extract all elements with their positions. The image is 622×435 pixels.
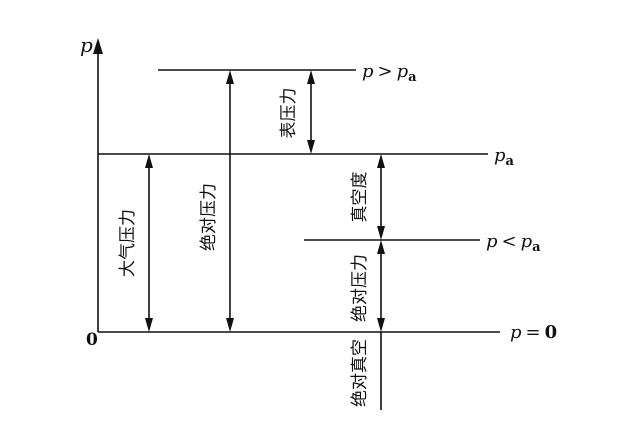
arrowhead-abs-high-bottom <box>226 318 234 332</box>
arrowhead-gauge-bottom <box>307 140 315 154</box>
dimension-arrows <box>145 70 385 410</box>
label-vacuum-degree: 真空度 <box>350 172 370 223</box>
y-axis-label: p <box>80 33 93 57</box>
arrowhead-abs-low-top <box>377 240 385 254</box>
arrowhead-abs-low-bottom <box>377 318 385 332</box>
region-labels: 大气压力 绝对压力 表压力 真空度 绝对压力 绝对真空 <box>118 88 370 408</box>
label-atmospheric-pressure: 大气压力 <box>118 209 138 277</box>
arrowhead-atm-bottom <box>145 318 153 332</box>
label-p-less-than-pa: p<pa <box>486 231 541 255</box>
arrowhead-gauge-top <box>307 70 315 84</box>
arrowhead-vacuum-bottom <box>377 226 385 240</box>
label-absolute-pressure-high: 绝对压力 <box>199 183 219 251</box>
label-gauge-pressure: 表压力 <box>279 88 299 139</box>
label-p-equals-zero: p=0 <box>510 322 557 343</box>
arrowhead-vacuum-top <box>377 154 385 168</box>
level-labels: p>pa pa p<pa p=0 <box>362 61 557 343</box>
y-axis-arrowhead <box>93 38 103 54</box>
y-axis: p 0 <box>80 33 103 350</box>
label-pa: pa <box>494 145 515 169</box>
pressure-level-lines <box>98 69 500 333</box>
label-p-greater-than-pa: p>pa <box>362 61 417 85</box>
arrowhead-atm-top <box>145 154 153 168</box>
label-absolute-vacuum: 绝对真空 <box>350 339 370 407</box>
arrowhead-abs-high-top <box>226 70 234 84</box>
label-absolute-pressure-low: 绝对压力 <box>350 254 370 322</box>
origin-label: 0 <box>86 330 98 350</box>
